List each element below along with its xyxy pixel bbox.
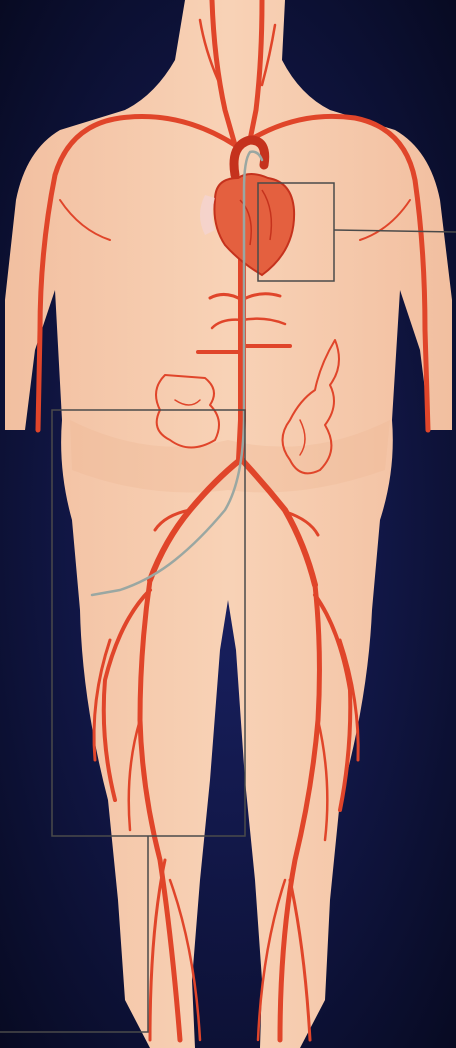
arterial-system-diagram (0, 0, 456, 1048)
anatomy-diagram (0, 0, 456, 1048)
